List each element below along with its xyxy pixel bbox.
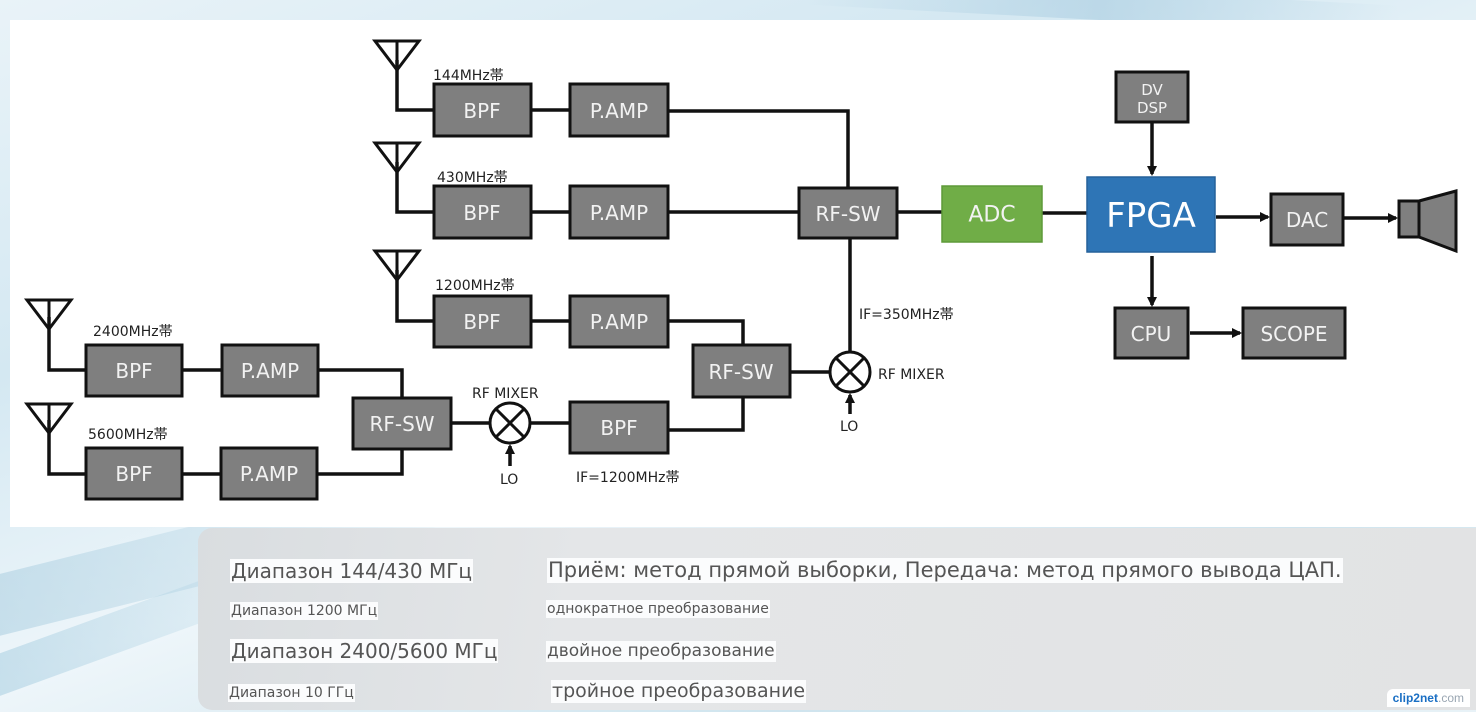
bpf-144-block: BPF	[432, 82, 533, 138]
pamp-5600-block: P.AMP	[219, 446, 319, 501]
speaker-icon	[1397, 189, 1458, 254]
dv-label: DV	[1141, 81, 1163, 99]
pamp-1200-block: P.AMP	[568, 294, 670, 349]
antenna-icon	[371, 141, 423, 175]
lo-label-2: LO	[840, 419, 858, 435]
rfsw-2400-5600-block: RF-SW	[351, 396, 453, 451]
adc-block: ADC	[941, 185, 1043, 243]
band-10g-method: тройное преобразование	[551, 680, 807, 703]
diagram-panel	[10, 20, 1476, 527]
rf-mixer-label-1: RF MIXER	[472, 386, 539, 402]
pamp-144-block: P.AMP	[568, 82, 670, 138]
scope-block: SCOPE	[1241, 306, 1347, 360]
antenna-icon	[23, 402, 75, 436]
fpga-block: FPGA	[1086, 176, 1216, 253]
rfsw-1200-block: RF-SW	[691, 343, 792, 399]
band-label-144: 144MHz帯	[433, 68, 504, 84]
lo-label-1: LO	[500, 472, 518, 488]
cpu-label: CPU	[1131, 322, 1172, 346]
watermark-brand: clip2net	[1392, 691, 1438, 705]
bpf-430-block: BPF	[432, 184, 533, 240]
antenna-icon	[371, 249, 423, 283]
band-1200-method: однократное преобразование	[546, 600, 770, 618]
rfsw-1200-label: RF-SW	[708, 360, 773, 384]
pamp-5600-label: P.AMP	[240, 462, 298, 486]
band-2400-5600-label: Диапазон 2400/5600 МГц	[230, 639, 499, 663]
pamp-144-label: P.AMP	[590, 99, 648, 123]
pamp-430-label: P.AMP	[590, 201, 648, 225]
band-1200-label: Диапазон 1200 МГц	[230, 602, 379, 620]
rf-mixer-icon	[488, 401, 532, 445]
rfsw-main-label: RF-SW	[815, 202, 880, 226]
dsp-label: DSP	[1137, 99, 1167, 117]
rf-mixer-icon	[828, 350, 872, 394]
dac-label: DAC	[1286, 208, 1328, 232]
bpf-if-block: BPF	[568, 400, 670, 455]
rfsw-main-block: RF-SW	[797, 186, 899, 240]
pamp-430-block: P.AMP	[568, 184, 670, 240]
watermark-domain: .com	[1437, 691, 1464, 705]
watermark-logo: clip2net.com	[1386, 689, 1470, 707]
cpu-block: CPU	[1113, 306, 1190, 360]
info-panel: Диапазон 144/430 МГц Приём: метод прямой…	[198, 528, 1476, 710]
bpf-1200-label: BPF	[463, 310, 500, 334]
pamp-2400-block: P.AMP	[220, 343, 320, 398]
adc-label: ADC	[968, 203, 1015, 228]
rfsw-2400-5600-label: RF-SW	[369, 412, 434, 436]
band-10g-label: Диапазон 10 ГГц	[228, 684, 355, 702]
pamp-2400-label: P.AMP	[241, 359, 299, 383]
if-1200-label: IF=1200MHz帯	[576, 470, 680, 486]
bpf-if-label: BPF	[600, 416, 637, 440]
dv-dsp-block: DV DSP	[1114, 70, 1190, 124]
fpga-label: FPGA	[1106, 196, 1196, 236]
bpf-5600-block: BPF	[84, 446, 184, 501]
scope-label: SCOPE	[1260, 322, 1327, 346]
bpf-2400-block: BPF	[84, 343, 184, 398]
bpf-430-label: BPF	[463, 201, 500, 225]
band-label-2400: 2400MHz帯	[93, 324, 173, 340]
antenna-icon	[23, 298, 75, 332]
band-label-5600: 5600MHz帯	[88, 427, 168, 443]
band-label-1200: 1200MHz帯	[435, 278, 515, 294]
dac-block: DAC	[1269, 192, 1345, 247]
bpf-1200-block: BPF	[432, 294, 533, 349]
bpf-2400-label: BPF	[115, 359, 152, 383]
rf-mixer-label-2: RF MIXER	[878, 367, 945, 383]
band-144-430-label: Диапазон 144/430 МГц	[230, 559, 474, 583]
wires	[47, 60, 1398, 476]
bpf-144-label: BPF	[463, 99, 500, 123]
antenna-icon	[371, 39, 423, 73]
bpf-5600-label: BPF	[115, 462, 152, 486]
band-label-430: 430MHz帯	[437, 170, 508, 186]
band-144-430-method: Приём: метод прямой выборки, Передача: м…	[547, 558, 1343, 583]
band-2400-5600-method: двойное преобразование	[546, 641, 776, 662]
if-350-label: IF=350MHz帯	[859, 307, 954, 323]
pamp-1200-label: P.AMP	[590, 310, 648, 334]
